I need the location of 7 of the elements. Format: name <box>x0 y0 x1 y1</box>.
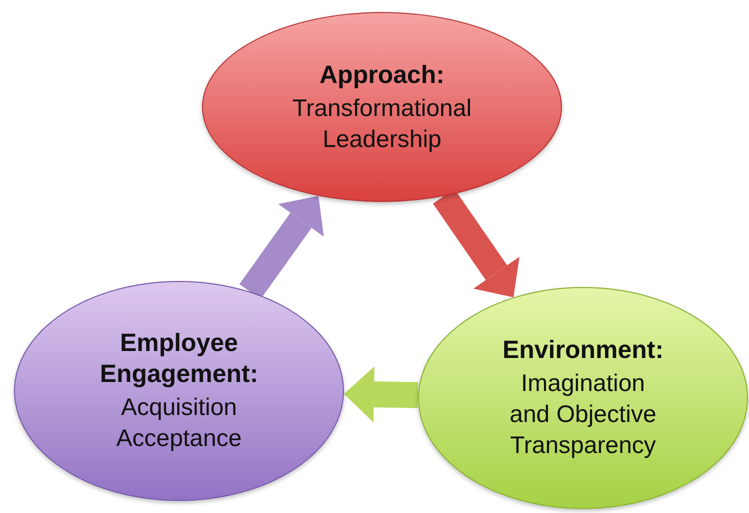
node-heading: Environment: <box>502 335 664 366</box>
node-text: Transformational Leadership <box>291 94 473 154</box>
node-text: Acquisition Acceptance <box>115 393 243 454</box>
node-heading: Employee Engagement: <box>98 328 260 390</box>
node-heading: Approach: <box>320 60 444 90</box>
node-text: Imagination and Objective Transparency <box>508 369 658 461</box>
block-arrow <box>344 366 418 422</box>
